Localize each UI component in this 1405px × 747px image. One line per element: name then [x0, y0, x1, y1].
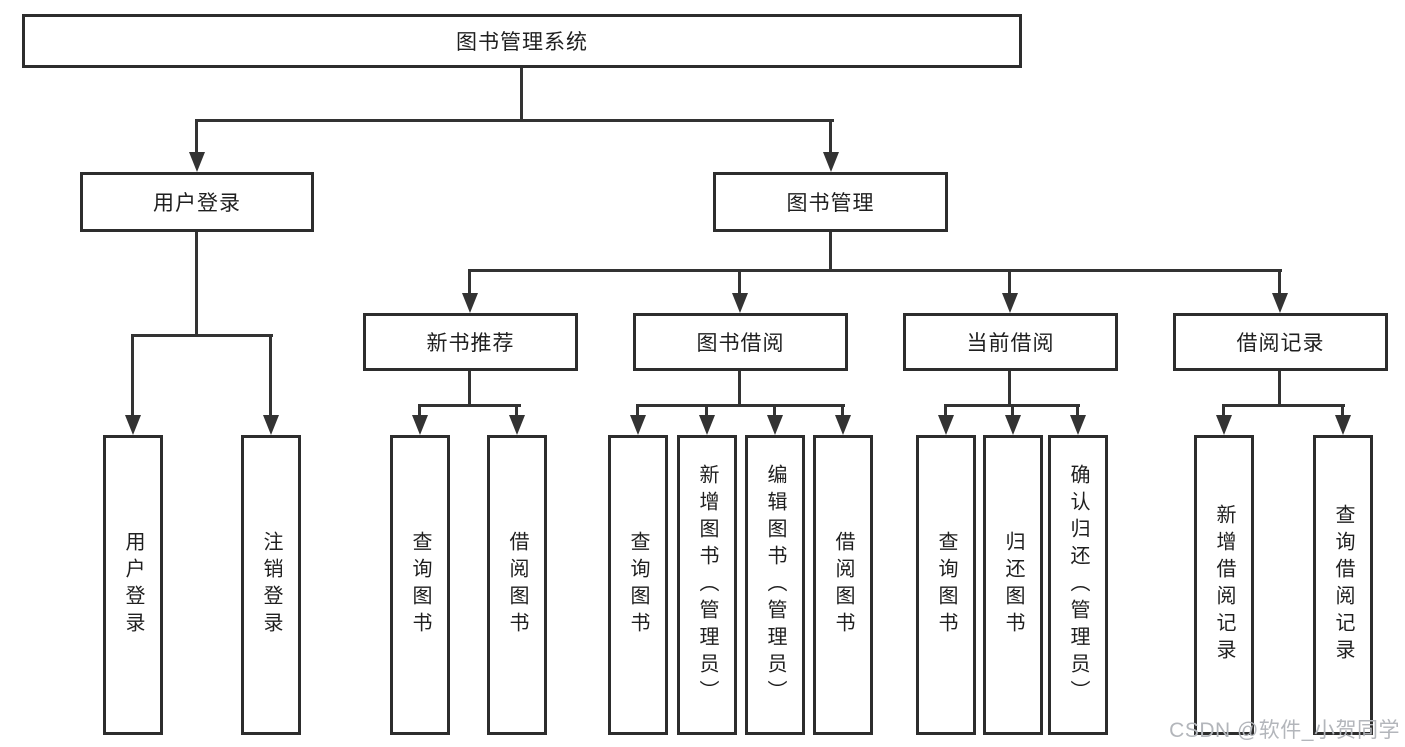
connector-line: [738, 269, 741, 297]
node-label: 新增图书（管理员）: [696, 463, 718, 707]
node-label: 查询图书: [935, 531, 957, 639]
connector-line: [418, 404, 521, 407]
connector-line: [1076, 404, 1079, 418]
connector-line: [773, 404, 776, 418]
connector-line: [1011, 404, 1014, 418]
node-label: 新增借阅记录: [1213, 504, 1235, 666]
node-label: 用户登录: [153, 192, 241, 215]
arrowhead-down-icon: [823, 152, 839, 172]
node-label: 查询图书: [409, 531, 431, 639]
arrowhead-down-icon: [189, 152, 205, 172]
connector-line: [705, 404, 708, 418]
connector-line: [515, 404, 518, 418]
arrowhead-down-icon: [699, 415, 715, 435]
node-leaf-user-login: 用户登录: [103, 435, 163, 735]
connector-line: [131, 334, 134, 418]
arrowhead-down-icon: [732, 293, 748, 313]
node-root: 图书管理系统: [22, 14, 1022, 68]
arrowhead-down-icon: [125, 415, 141, 435]
node-label: 查询图书: [627, 531, 649, 639]
connector-line: [829, 119, 832, 157]
node-leaf-edit-book-admin: 编辑图书（管理员）: [745, 435, 805, 735]
connector-line: [944, 404, 947, 418]
arrowhead-down-icon: [767, 415, 783, 435]
connector-line: [636, 404, 639, 418]
node-label: 当前借阅: [966, 332, 1055, 355]
node-leaf-borrow-book: 借阅图书: [813, 435, 873, 735]
connector-line: [1341, 404, 1344, 418]
arrowhead-down-icon: [1005, 415, 1021, 435]
connector-line: [1222, 404, 1345, 407]
connector-line: [1278, 371, 1281, 407]
node-book-borrow: 图书借阅: [633, 313, 848, 371]
node-book-management: 图书管理: [713, 172, 948, 232]
arrowhead-down-icon: [1216, 415, 1232, 435]
connector-line: [195, 232, 198, 337]
node-borrow-records: 借阅记录: [1173, 313, 1388, 371]
node-current-borrow: 当前借阅: [903, 313, 1118, 371]
node-leaf-query-book-recommend: 查询图书: [390, 435, 450, 735]
node-new-book-recommend: 新书推荐: [363, 313, 578, 371]
node-label: 用户登录: [122, 531, 144, 639]
arrowhead-down-icon: [938, 415, 954, 435]
connector-line: [829, 232, 832, 272]
watermark: CSDN @软件_小贺同学: [1169, 719, 1400, 742]
node-label: 注销登录: [260, 531, 282, 639]
connector-line: [841, 404, 844, 418]
node-leaf-add-book-admin: 新增图书（管理员）: [677, 435, 737, 735]
arrowhead-down-icon: [1335, 415, 1351, 435]
connector-line: [195, 119, 198, 157]
arrowhead-down-icon: [1272, 293, 1288, 313]
arrowhead-down-icon: [1070, 415, 1086, 435]
node-label: 借阅图书: [832, 531, 854, 639]
node-label: 图书借阅: [696, 332, 785, 355]
node-label: 确认归还（管理员）: [1067, 463, 1089, 707]
node-user-login: 用户登录: [80, 172, 314, 232]
node-leaf-confirm-return-admin: 确认归还（管理员）: [1048, 435, 1108, 735]
node-label: 归还图书: [1002, 531, 1024, 639]
connector-line: [418, 404, 421, 418]
node-leaf-query-book-current: 查询图书: [916, 435, 976, 735]
node-label: 图书管理系统: [456, 31, 588, 54]
connector-line: [131, 334, 273, 337]
connector-line: [636, 404, 845, 407]
node-label: 借阅图书: [506, 531, 528, 639]
node-leaf-add-borrow-record: 新增借阅记录: [1194, 435, 1254, 735]
connector-line: [1278, 269, 1281, 297]
connector-line: [1008, 269, 1011, 297]
node-leaf-logout: 注销登录: [241, 435, 301, 735]
node-leaf-borrow-book-recommend: 借阅图书: [487, 435, 547, 735]
node-label: 借阅记录: [1236, 332, 1325, 355]
connector-line: [1222, 404, 1225, 418]
arrowhead-down-icon: [835, 415, 851, 435]
arrowhead-down-icon: [263, 415, 279, 435]
connector-line: [468, 371, 471, 407]
connector-line: [195, 119, 834, 122]
connector-line: [468, 269, 471, 297]
node-leaf-query-book-borrow: 查询图书: [608, 435, 668, 735]
connector-line: [1008, 371, 1011, 407]
node-leaf-return-book: 归还图书: [983, 435, 1043, 735]
arrowhead-down-icon: [630, 415, 646, 435]
node-leaf-query-borrow-record: 查询借阅记录: [1313, 435, 1373, 735]
connector-line: [520, 68, 523, 122]
arrowhead-down-icon: [1002, 293, 1018, 313]
arrowhead-down-icon: [412, 415, 428, 435]
connector-line: [269, 334, 272, 418]
arrowhead-down-icon: [462, 293, 478, 313]
arrowhead-down-icon: [509, 415, 525, 435]
node-label: 新书推荐: [426, 332, 515, 355]
node-label: 查询借阅记录: [1332, 504, 1354, 666]
connector-line: [738, 371, 741, 407]
connector-line: [468, 269, 1282, 272]
node-label: 图书管理: [786, 192, 875, 215]
node-label: 编辑图书（管理员）: [764, 463, 786, 707]
